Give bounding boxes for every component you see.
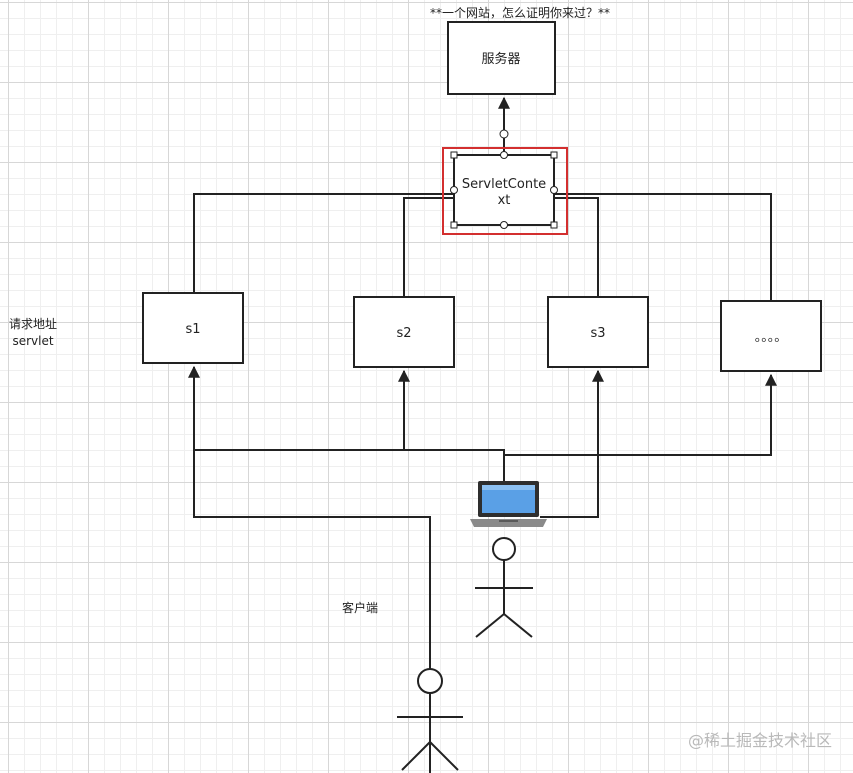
server-node[interactable]: 服务器 [447, 21, 556, 95]
handle-bottom [500, 221, 508, 229]
s1-label: s1 [185, 322, 200, 337]
handle-top [500, 151, 508, 159]
request-lines [188, 365, 777, 773]
context-to-s2-line [403, 197, 454, 297]
laptop-icon [470, 481, 547, 527]
handle-bottom-left [450, 221, 458, 229]
watermark: @稀土掘金技术社区 [688, 731, 832, 750]
handle-right [550, 186, 558, 194]
diagram-title: **一个网站，怎么证明你来过？** [430, 5, 610, 20]
context-to-more-line [554, 193, 772, 301]
servlet-s1-node[interactable]: s1 [142, 292, 244, 364]
selection-outline [442, 147, 568, 235]
person-icon [475, 537, 533, 638]
more-label: 。。。。 [755, 330, 788, 345]
s2-label: s2 [396, 326, 411, 341]
context-to-s1-line [193, 193, 454, 293]
client-person-icon [397, 668, 463, 771]
servletcontext-label-line1: ServletConte [462, 177, 546, 192]
servlet-more-node[interactable]: 。。。。 [720, 300, 822, 372]
context-connection-lines [193, 193, 772, 301]
branch-to-more-line [504, 373, 777, 456]
selection-handles[interactable] [450, 129, 558, 229]
servletcontext-node[interactable]: ServletConte xt [442, 147, 568, 235]
client-label: 客户端 [342, 600, 378, 615]
handle-top-right [550, 151, 558, 159]
request-label-line1: 请求地址 [9, 317, 57, 331]
s3-label: s3 [590, 326, 605, 341]
rotate-handle [499, 129, 509, 139]
handle-bottom-right [550, 221, 558, 229]
server-label: 服务器 [481, 51, 520, 67]
servletcontext-label-line2: xt [498, 193, 511, 208]
client-to-s1-line [188, 365, 431, 773]
handle-top-left [450, 151, 458, 159]
context-to-s3-line [554, 197, 599, 297]
laptop-to-s3-line [540, 369, 604, 518]
servlet-s2-node[interactable]: s2 [353, 296, 455, 368]
servlet-s3-node[interactable]: s3 [547, 296, 649, 368]
handle-left [450, 186, 458, 194]
request-label-line2: servlet [12, 334, 53, 348]
laptop-to-s1-branch [194, 449, 505, 483]
